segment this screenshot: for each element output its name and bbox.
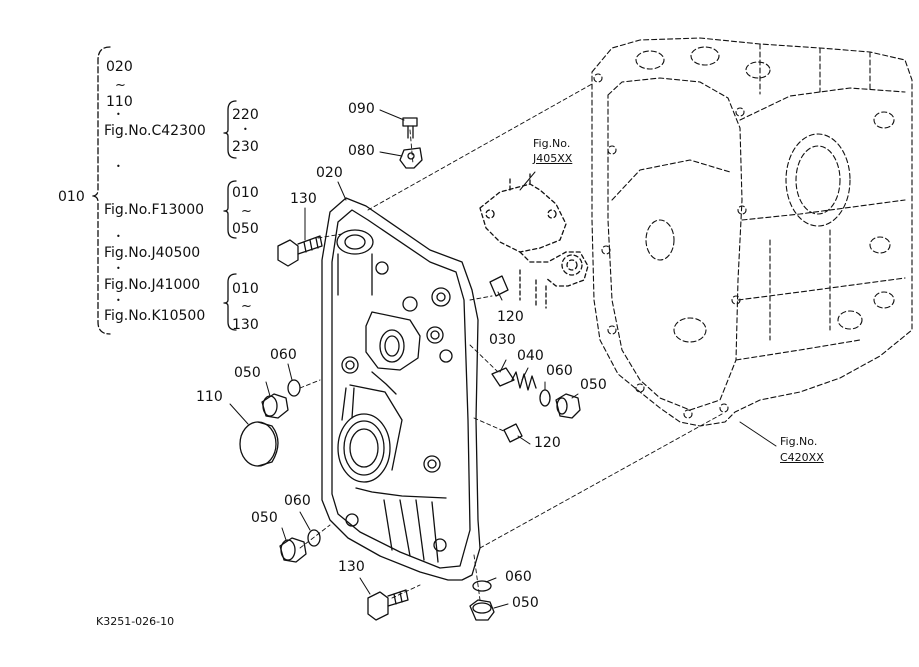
plug-part-110 — [239, 421, 279, 467]
oring-part-060-bottom — [472, 580, 492, 592]
ref-fig-f13000: Fig.No.F13000 — [104, 202, 205, 218]
ref-fig-c42300: Fig.No.C42300 — [104, 123, 206, 139]
ref-k10500-from: 010 — [232, 281, 259, 297]
callout-090: 090 — [348, 101, 375, 117]
callout-060-low: 060 — [284, 493, 311, 509]
callout-130-bottom: 130 — [338, 559, 365, 575]
callout-050-left: 050 — [234, 365, 261, 381]
bolt-part-130-top — [277, 235, 323, 267]
ref-f13000-to: 050 — [232, 221, 259, 237]
callout-020: 020 — [316, 165, 343, 181]
dot-symbol: • — [116, 264, 121, 273]
group-range-from: 020 — [106, 59, 133, 75]
dot-symbol: • — [116, 110, 121, 119]
bracket-part-080 — [399, 147, 423, 169]
plug-part-050-bottom — [469, 599, 495, 621]
ref-fig-j40500: Fig.No.J40500 — [104, 245, 201, 261]
dot-symbol: • — [243, 125, 248, 134]
fig-j405-title: Fig.No. — [533, 137, 571, 150]
drawing-code: K3251-026-10 — [96, 615, 175, 628]
plug-part-050-mid — [555, 393, 581, 419]
ref-c42300-from: 220 — [232, 107, 259, 123]
callout-130-top: 130 — [290, 191, 317, 207]
oring-part-060-low — [307, 529, 321, 547]
ref-fig-j41000: Fig.No.J41000 — [104, 277, 201, 293]
tilde-symbol: ~ — [241, 204, 252, 219]
tilde-symbol: ~ — [241, 299, 252, 314]
callout-010: 010 — [58, 189, 85, 205]
ref-fig-k10500: Fig.No.K10500 — [104, 308, 206, 324]
transmission-case — [591, 37, 913, 427]
callout-060-bottom: 060 — [505, 569, 532, 585]
bolt-part-130-bottom — [367, 589, 409, 621]
fig-j405-code: J405XX — [533, 152, 573, 165]
spring-part-040 — [511, 371, 537, 391]
oring-part-060-mid — [539, 389, 551, 407]
callout-050-low: 050 — [251, 510, 278, 526]
pin-part-120-upper — [489, 275, 509, 297]
front-cover-part-020 — [321, 197, 481, 581]
leader-lines — [229, 109, 777, 609]
tilde-symbol: ~ — [115, 78, 126, 93]
ref-f13000-from: 010 — [232, 185, 259, 201]
callout-120-upper: 120 — [497, 309, 524, 325]
dot-symbol: • — [116, 296, 121, 305]
plug-part-050-left — [261, 393, 289, 419]
callout-040: 040 — [517, 348, 544, 364]
callout-060-mid: 060 — [546, 363, 573, 379]
oring-part-060-left — [287, 379, 301, 397]
callout-050-bottom: 050 — [512, 595, 539, 611]
callout-110: 110 — [196, 389, 223, 405]
pump-assembly-j405 — [479, 173, 589, 309]
fig-c420-code: C420XX — [780, 451, 824, 464]
callout-050-mid: 050 — [580, 377, 607, 393]
dot-symbol: • — [116, 162, 121, 171]
callout-030: 030 — [489, 332, 516, 348]
ref-c42300-to: 230 — [232, 139, 259, 155]
pin-part-120-lower — [503, 423, 523, 443]
ref-k10500-to: 130 — [232, 317, 259, 333]
bolt-part-090 — [402, 117, 418, 139]
plug-part-050-low — [279, 537, 307, 563]
group-010-bracket — [91, 46, 237, 335]
dot-symbol: • — [116, 232, 121, 241]
callout-060-left: 060 — [270, 347, 297, 363]
callout-080: 080 — [348, 143, 375, 159]
group-range-to: 110 — [106, 94, 133, 110]
part-030 — [491, 367, 515, 387]
callout-120-lower: 120 — [534, 435, 561, 451]
fig-c420-title: Fig.No. — [780, 435, 818, 448]
